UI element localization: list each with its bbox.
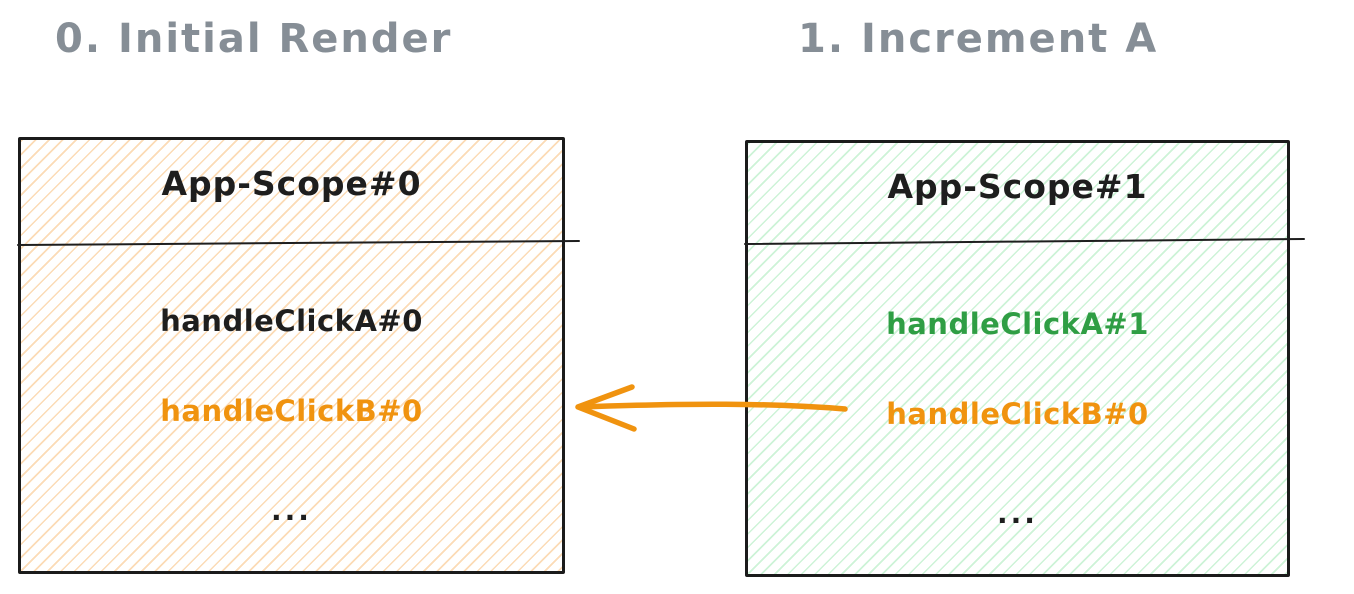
handler-entry-handle-click-a-0: handleClickA#0 [160, 304, 423, 338]
app-scope-0-panel: App-Scope#0 handleClickA#0 handleClickB#… [18, 137, 565, 574]
ellipsis-right: ... [997, 496, 1038, 530]
ellipsis-left: ... [271, 493, 312, 527]
handler-entry-handle-click-a-1: handleClickA#1 [886, 307, 1149, 341]
app-scope-0-label: App-Scope#0 [161, 163, 422, 203]
step-0-title: 0. Initial Render [55, 16, 453, 62]
handler-entry-handle-click-b-0-left: handleClickB#0 [160, 394, 423, 428]
reuse-arrow-head [575, 384, 637, 432]
app-scope-0-header: App-Scope#0 [21, 140, 562, 226]
app-scope-1-label: App-Scope#1 [887, 166, 1148, 206]
handler-entry-handle-click-b-0-right: handleClickB#0 [886, 397, 1149, 431]
app-scope-1-header: App-Scope#1 [748, 143, 1287, 229]
app-scope-1-panel: App-Scope#1 handleClickA#1 handleClickB#… [745, 140, 1290, 577]
step-1-title: 1. Increment A [798, 16, 1159, 62]
